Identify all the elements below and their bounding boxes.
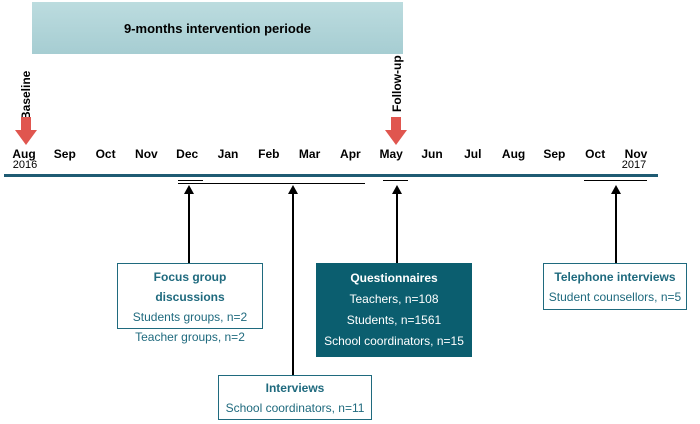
followup-label: Follow-up <box>390 55 404 112</box>
month-label: Aug <box>501 147 526 161</box>
questionnaires-line: Students, n=1561 <box>346 313 442 327</box>
focus-group-box: Focus group discussions Students groups,… <box>117 263 263 344</box>
telephone-interviews-box: Telephone interviews Student counsellors… <box>543 263 687 310</box>
focus-arrow-line <box>188 193 190 263</box>
month-label: Jul <box>464 147 482 161</box>
followup-arrow-icon <box>385 117 407 145</box>
questionnaires-arrowhead-icon <box>392 185 402 194</box>
month-label: Nov <box>135 147 158 161</box>
telephone-interviews-title: Telephone interviews <box>554 270 676 284</box>
month-label: Apr <box>340 147 361 161</box>
questionnaires-arrow-line <box>396 193 398 263</box>
interviews-line: School coordinators, n=11 <box>225 401 365 415</box>
telephone-bracket <box>584 180 647 181</box>
year-2017-label: 2017 <box>621 159 647 171</box>
focus-group-line: Students groups, n=2 <box>132 310 248 324</box>
month-label: Mar <box>298 147 321 161</box>
intervention-period-bar: 9-months intervention periode <box>32 2 403 54</box>
year-2016-label: 2016 <box>12 159 38 171</box>
questionnaires-title: Questionnaires <box>350 271 438 285</box>
month-label: Jan <box>217 147 239 161</box>
month-label: Dec <box>176 147 199 161</box>
telephone-interviews-line: Student counsellors, n=5 <box>548 290 682 304</box>
month-label: Sep <box>53 147 76 161</box>
focus-arrowhead-icon <box>184 185 194 194</box>
month-label: May <box>379 147 403 161</box>
questionnaires-line: Teachers, n=108 <box>349 292 439 306</box>
month-label: Oct <box>585 147 606 161</box>
focus-group-title: Focus group discussions <box>153 270 227 304</box>
timeline-axis <box>4 174 658 177</box>
interviews-box: Interviews School coordinators, n=11 <box>218 375 372 420</box>
questionnaires-line: School coordinators, n=15 <box>324 334 464 348</box>
baseline-label: Baseline <box>19 70 33 120</box>
telephone-arrowhead-icon <box>611 185 621 194</box>
questionnaires-box: Questionnaires Teachers, n=108 Students,… <box>316 263 472 357</box>
baseline-arrow-icon <box>15 117 37 145</box>
questionnaire-bracket <box>383 180 408 181</box>
month-label: Sep <box>543 147 566 161</box>
month-label: Oct <box>95 147 116 161</box>
focus-interview-bracket <box>178 183 365 184</box>
month-label: Feb <box>258 147 280 161</box>
interviews-arrowhead-icon <box>288 185 298 194</box>
month-label: Aug <box>12 147 36 161</box>
interviews-title: Interviews <box>265 381 325 395</box>
telephone-arrow-line <box>615 193 617 263</box>
month-label: Jun <box>421 147 443 161</box>
intervention-period-label: 9-months intervention periode <box>123 20 312 36</box>
month-label: Nov <box>624 147 648 161</box>
focus-bracket-top <box>178 180 203 181</box>
focus-group-line: Teacher groups, n=2 <box>135 330 245 344</box>
interviews-arrow-line <box>292 193 294 375</box>
